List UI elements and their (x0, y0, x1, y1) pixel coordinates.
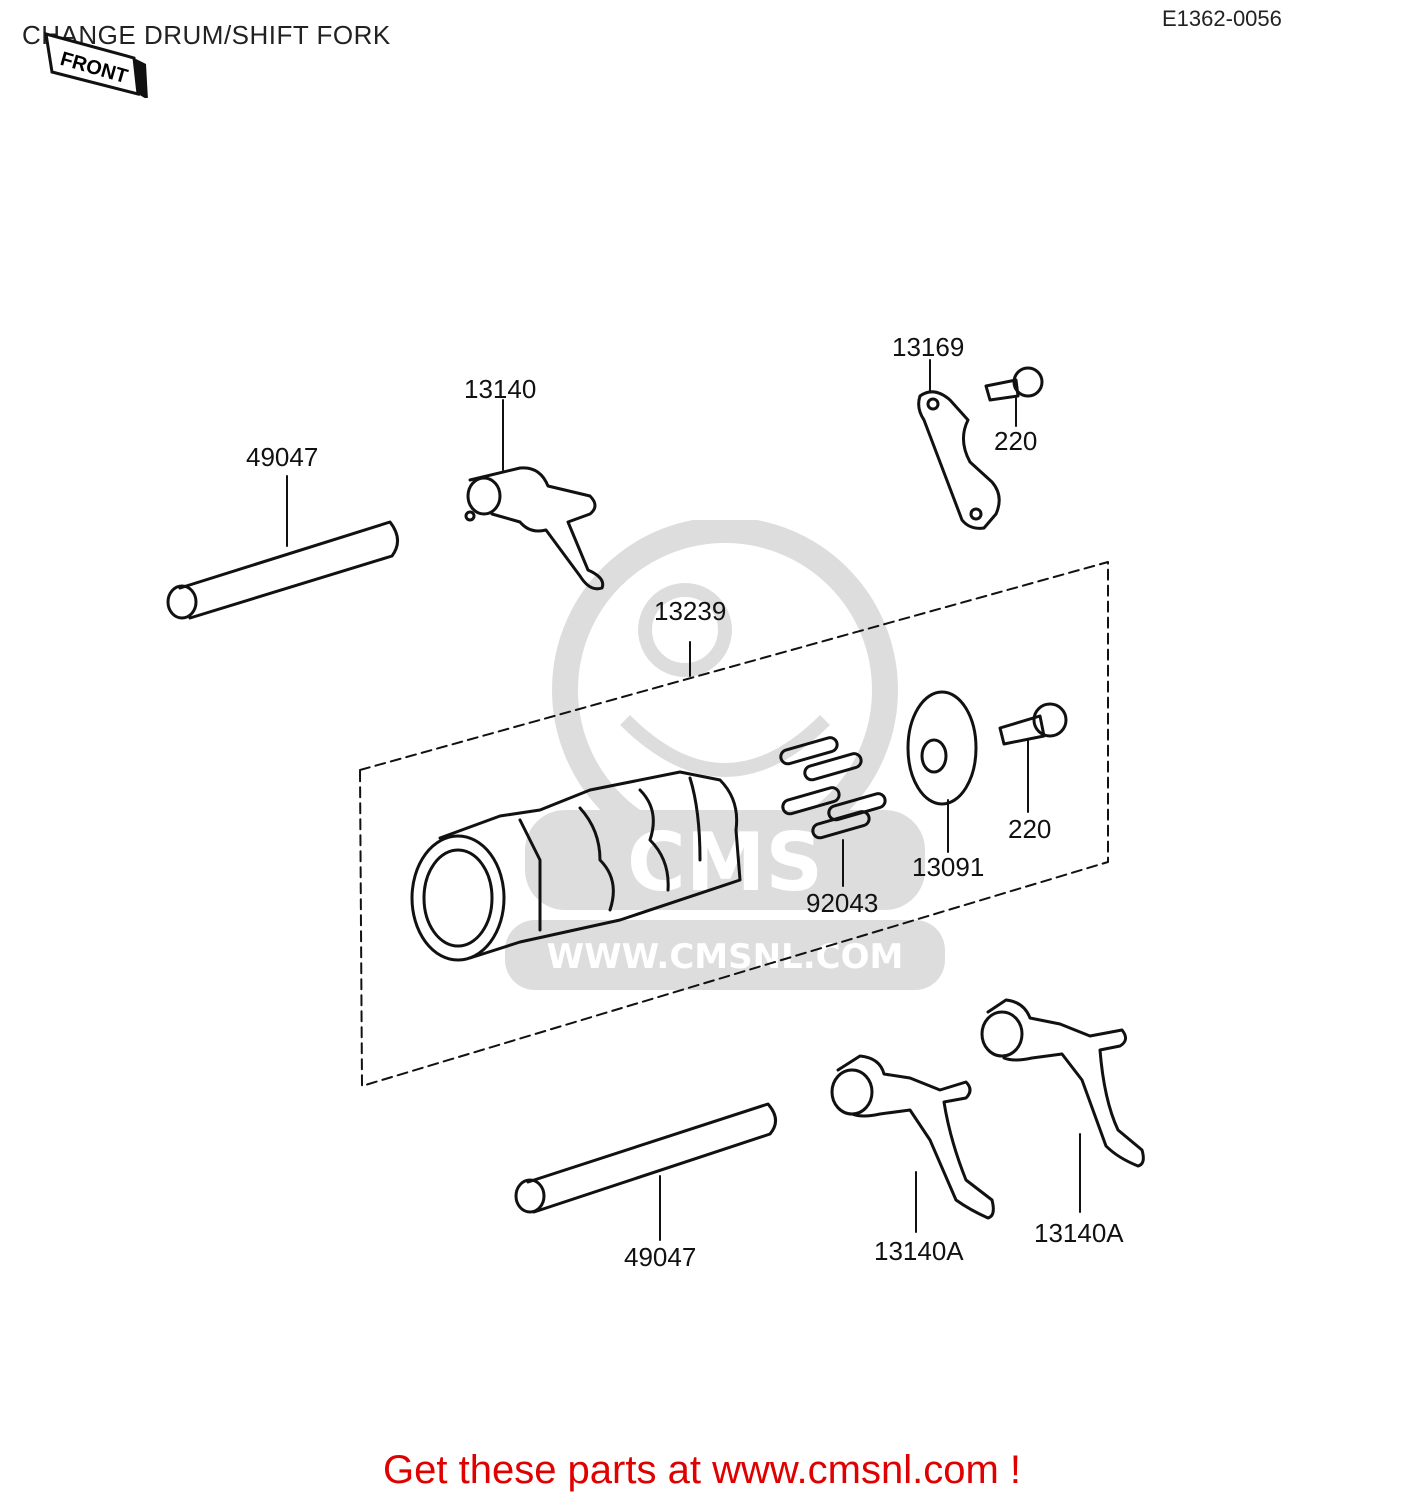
part-label-plate: 13169 (892, 332, 965, 362)
watermark-text: CMS (627, 816, 823, 909)
part-label-pins: 92043 (806, 888, 879, 918)
bolt-middle (998, 702, 1068, 813)
part-label-fork-middle: 13140A (874, 1236, 964, 1266)
front-arrow-icon: FRONT (44, 31, 148, 98)
shift-fork-middle (830, 1054, 995, 1233)
shift-rod-bottom (514, 1102, 777, 1241)
part-label-drum: 13239 (654, 596, 727, 626)
shift-fork-top (464, 399, 605, 591)
stopper-plate (917, 359, 1001, 530)
part-label-shaft-top: 49047 (246, 442, 319, 472)
shift-rod-top (166, 475, 399, 620)
bolt-top (984, 366, 1044, 427)
pin-holder (906, 690, 978, 853)
part-label-shaft-bottom: 49047 (624, 1242, 697, 1272)
promo-link[interactable]: Get these parts at www.cmsnl.com ! (383, 1448, 1021, 1492)
part-label-bolt-mid: 220 (1008, 814, 1052, 844)
part-label-holder: 13091 (912, 852, 985, 882)
shift-drum (410, 641, 742, 962)
part-label-bolt-top: 220 (994, 426, 1038, 456)
watermark-url: WWW.CMSNL.COM (547, 937, 904, 977)
shift-fork-right (980, 998, 1145, 1213)
cms-watermark-logo: CMS WWW.CMSNL.COM (505, 520, 945, 990)
drum-pins (779, 736, 887, 887)
diagram-code: E1362-0056 (1162, 6, 1282, 31)
part-label-fork-right: 13140A (1034, 1218, 1124, 1248)
part-label-fork-top: 13140 (464, 374, 537, 404)
